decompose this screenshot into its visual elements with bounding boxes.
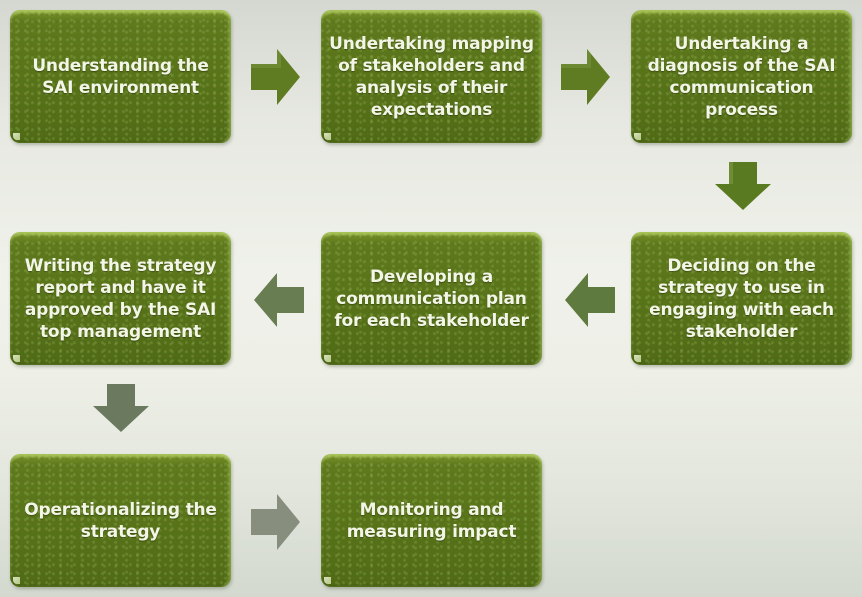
step-box-strategy-report: Writing the strategy report and have it … [10,232,231,365]
arrow-right-icon [251,49,301,105]
arrow-left-icon [565,273,615,327]
step-box-stakeholder-mapping: Undertaking mapping of stakeholders and … [321,10,542,143]
step-box-monitoring: Monitoring and measuring impact [321,454,542,587]
arrow-right-icon [251,494,301,550]
step-label: Developing a communication plan for each… [334,266,529,331]
step-label: Writing the strategy report and have it … [24,255,217,342]
arrow-down-icon [715,162,771,210]
step-label: Undertaking a diagnosis of the SAI commu… [647,33,836,120]
arrow-down-icon [93,384,149,432]
step-label: Understanding the SAI environment [32,55,209,98]
arrow-left-icon [254,273,304,327]
step-label: Deciding on the strategy to use in engag… [649,255,834,342]
step-label: Operationalizing the strategy [24,499,217,542]
arrow-right-icon [561,49,611,105]
step-label: Monitoring and measuring impact [346,499,517,542]
step-box-deciding-strategy: Deciding on the strategy to use in engag… [631,232,852,365]
step-box-operationalizing: Operationalizing the strategy [10,454,231,587]
step-box-diagnosis: Undertaking a diagnosis of the SAI commu… [631,10,852,143]
step-box-communication-plan: Developing a communication plan for each… [321,232,542,365]
step-box-understanding-environment: Understanding the SAI environment [10,10,231,143]
step-label: Undertaking mapping of stakeholders and … [329,33,534,120]
